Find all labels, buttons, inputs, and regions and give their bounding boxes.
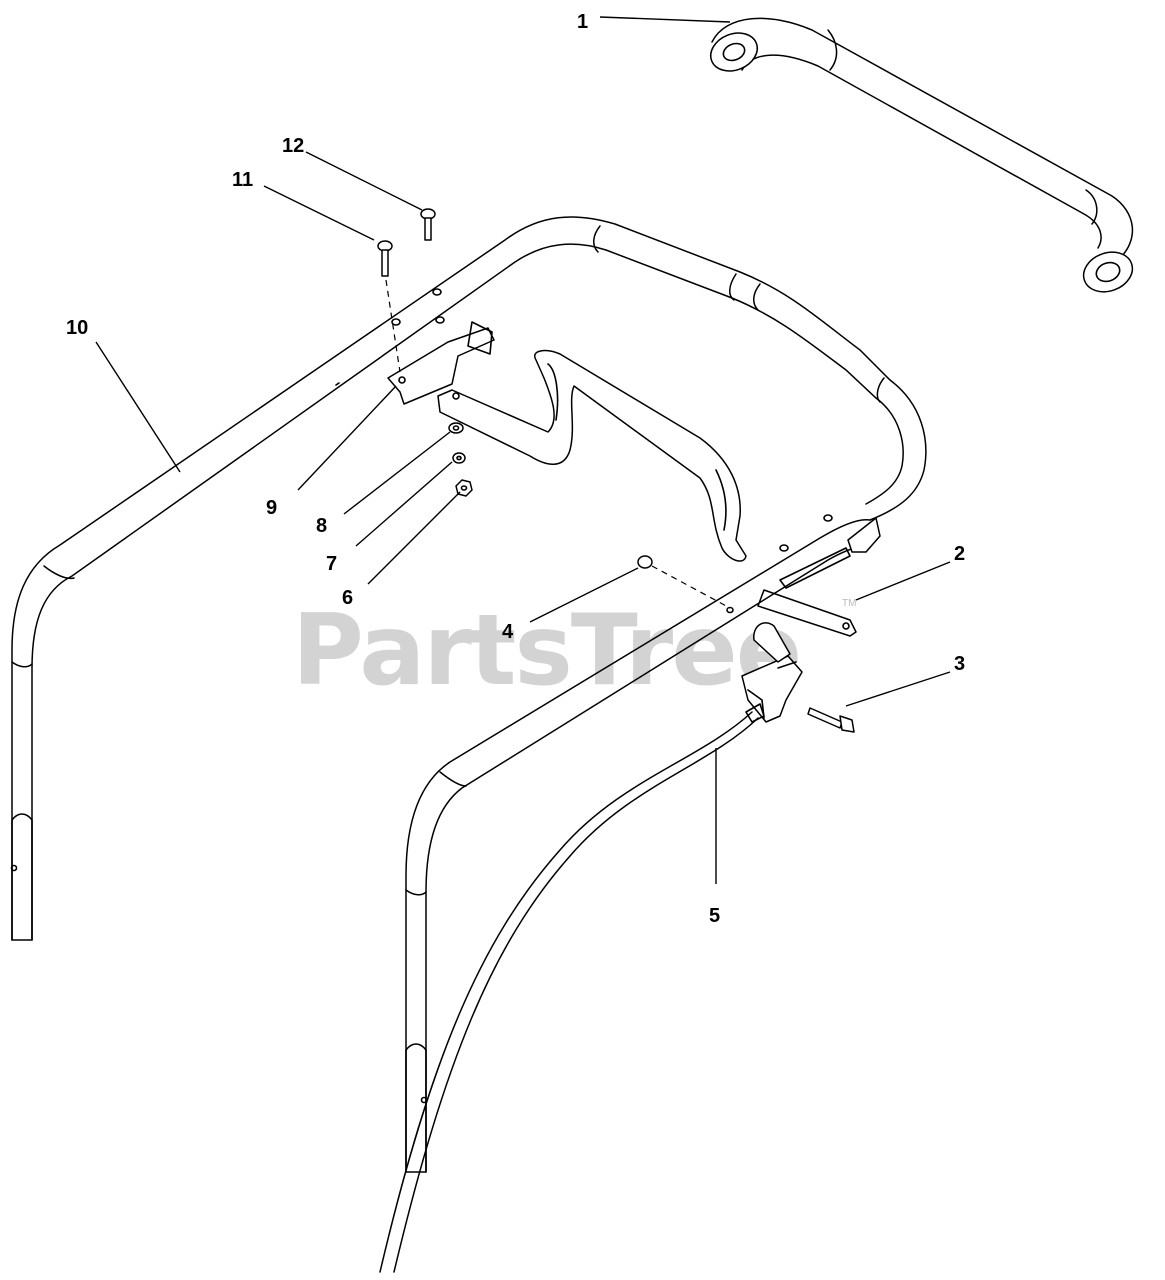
callout-1: 1 <box>577 11 588 33</box>
assembly-lines <box>385 279 731 609</box>
part-12-carriage-bolt <box>420 208 436 241</box>
leader-1 <box>599 16 731 23</box>
part-10-lower-handle <box>405 514 881 1173</box>
part-2-control-bar <box>437 349 857 637</box>
part-7-lock-washer <box>452 452 466 464</box>
leader-2 <box>855 561 951 601</box>
part-11-carriage-bolt <box>377 240 393 277</box>
watermark-trademark: TM <box>842 598 856 609</box>
callout-2: 2 <box>954 543 965 565</box>
callout-11: 11 <box>232 169 253 191</box>
part-4-nut <box>637 555 653 569</box>
leader-6 <box>367 491 461 585</box>
leader-8 <box>343 431 451 515</box>
callout-3: 3 <box>954 653 965 675</box>
callout-12: 12 <box>282 135 304 157</box>
part-3-bolt <box>807 707 855 733</box>
part-9-bracket <box>387 321 495 405</box>
watermark-text: PartsTree <box>292 594 800 708</box>
callout-4: 4 <box>502 621 514 643</box>
leader-12 <box>305 151 423 211</box>
leader-4 <box>529 567 639 623</box>
callout-labels: 1 2 3 4 5 6 7 8 9 10 11 12 <box>66 11 965 927</box>
callout-10: 10 <box>66 317 88 339</box>
part-8-washer <box>448 422 464 434</box>
leader-10 <box>95 341 181 473</box>
leader-lines <box>95 16 951 884</box>
leader-3 <box>845 671 951 707</box>
part-5-control-housing-cable <box>379 622 803 1273</box>
callout-8: 8 <box>316 515 327 537</box>
part-1-handle-grip <box>709 17 1134 293</box>
callout-6: 6 <box>342 587 353 609</box>
leader-11 <box>263 185 375 241</box>
leader-7 <box>355 461 453 547</box>
leader-9 <box>297 385 397 491</box>
callout-7: 7 <box>326 553 337 575</box>
callout-9: 9 <box>266 497 277 519</box>
callout-5: 5 <box>709 905 720 927</box>
part-10-upper-handle <box>10 216 927 941</box>
